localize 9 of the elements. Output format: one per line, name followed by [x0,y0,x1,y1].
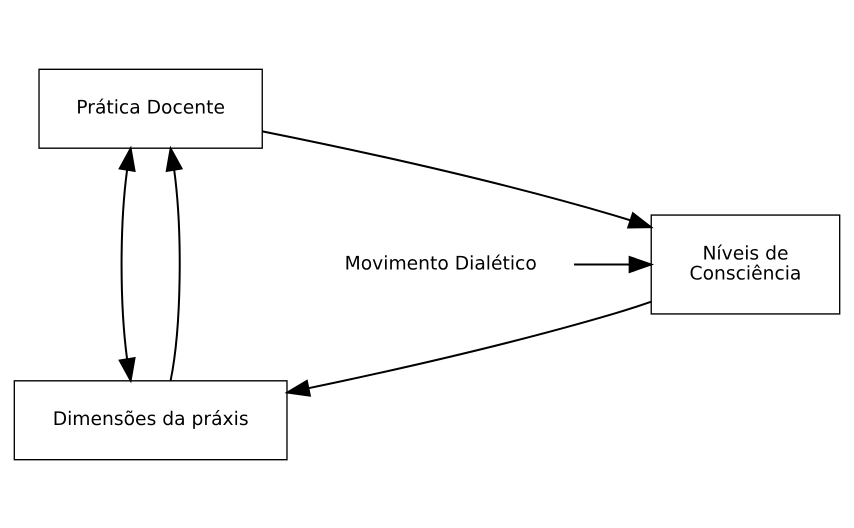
arrow [118,145,136,383]
node-box: Prática Docente [38,68,263,148]
arrow [262,130,654,228]
arrow [574,255,654,273]
arrow [284,300,652,396]
node-text: Movimento Dialético [344,252,537,274]
node-box: Níveis de Consciência [650,214,840,314]
arrow [166,145,184,380]
node-box: Dimensões da práxis [14,380,288,460]
